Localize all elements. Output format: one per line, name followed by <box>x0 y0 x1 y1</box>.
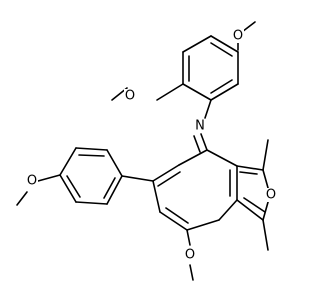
atom-label: O <box>185 248 195 263</box>
atom-label: O <box>233 29 243 44</box>
bond <box>156 83 184 101</box>
bond <box>152 164 180 182</box>
atom-label: O <box>266 188 276 203</box>
bond <box>75 147 108 151</box>
atom-labels: O O N O O O <box>26 29 277 263</box>
molecule-diagram: O O N O O O <box>16 21 277 281</box>
bond <box>121 175 154 182</box>
atom-o-ethoxy: O <box>26 174 38 189</box>
bond <box>106 175 123 205</box>
bond <box>186 219 220 231</box>
atom-label: N <box>195 119 205 134</box>
bond <box>210 42 233 57</box>
bond <box>75 201 108 205</box>
bond <box>152 180 161 213</box>
bond <box>182 35 212 53</box>
bond <box>37 174 61 182</box>
atom-o-top-methoxy: O <box>232 29 244 44</box>
bond <box>189 264 194 281</box>
bond <box>206 149 238 167</box>
bond <box>182 83 212 101</box>
bond <box>159 211 188 231</box>
bond <box>66 175 81 198</box>
atom-o-furan: O <box>265 188 277 203</box>
atom-n-imine: N <box>194 119 207 134</box>
bond <box>239 171 258 175</box>
bond <box>236 199 264 221</box>
bond <box>106 149 123 177</box>
bond <box>210 35 239 53</box>
bond <box>59 174 77 203</box>
bond <box>210 83 239 101</box>
bond <box>157 171 181 187</box>
bond <box>16 191 28 206</box>
bond <box>218 199 238 221</box>
bond <box>243 197 266 213</box>
atom-o-bottom-methoxy: O <box>184 248 196 263</box>
bond <box>178 149 208 166</box>
bond <box>165 207 189 224</box>
bond <box>193 135 201 153</box>
bond <box>59 147 77 176</box>
bond <box>186 229 191 246</box>
bond <box>200 133 208 151</box>
atom-label: O <box>27 174 37 189</box>
bond <box>204 99 212 119</box>
bond <box>262 139 269 171</box>
bond <box>236 165 264 171</box>
molecule-structure: O O N O O O <box>16 21 277 281</box>
bond <box>210 79 233 94</box>
bond <box>103 177 116 199</box>
bonds <box>16 21 271 281</box>
atom-label: O <box>125 89 135 104</box>
bond <box>262 219 269 251</box>
atom-o-left-methoxy: O <box>124 89 136 104</box>
bond <box>78 154 105 157</box>
